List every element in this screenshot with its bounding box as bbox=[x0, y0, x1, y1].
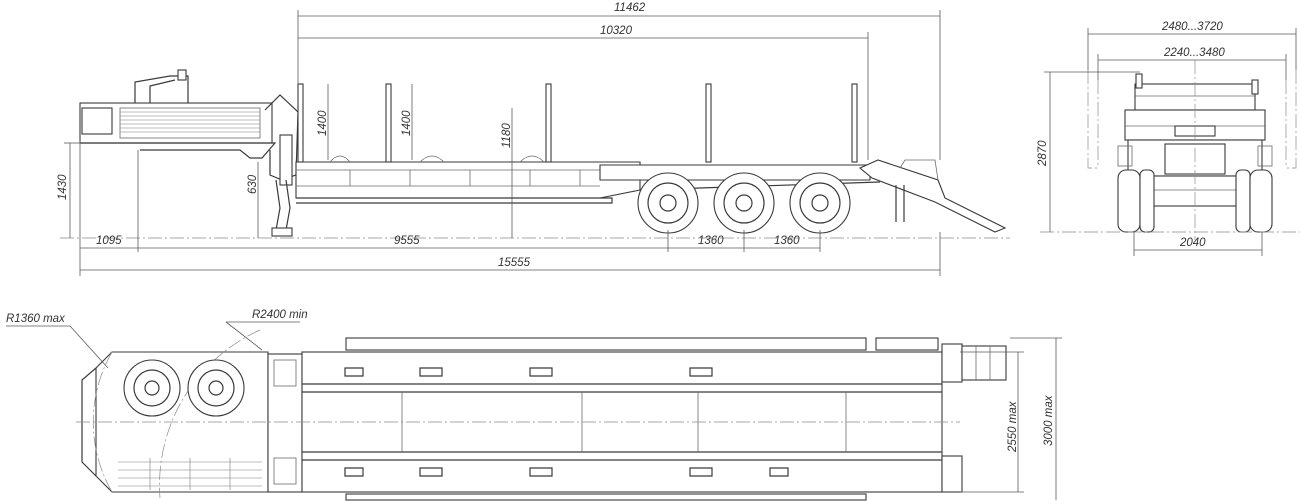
top-view bbox=[76, 329, 1007, 501]
dim-track-width: 2040 bbox=[1179, 237, 1206, 249]
dim-stake-height-second: 1400 bbox=[401, 110, 413, 136]
axle-wheels bbox=[637, 172, 851, 234]
top-dimensions: R1360 max R2400 min 2550 max 3000 max bbox=[6, 309, 1062, 500]
side-dimensions: 11462 10320 1400 1400 1180 630 1430 1095… bbox=[57, 2, 941, 276]
rear-dimensions: 2480...3720 2240...3480 2870 2040 bbox=[1037, 21, 1297, 256]
dim-overall-deck: 11462 bbox=[614, 2, 646, 14]
dim-deck-width: 2550 max bbox=[1007, 400, 1019, 453]
dim-front-radius: R1360 max bbox=[6, 313, 66, 325]
dim-extended-width: 3000 max bbox=[1043, 394, 1055, 446]
rear-ramp bbox=[858, 159, 1007, 233]
side-view bbox=[60, 69, 1010, 239]
dim-platform: 10320 bbox=[600, 25, 633, 37]
dim-axle-spacing-1: 1360 bbox=[698, 235, 724, 247]
dim-overall-length: 15555 bbox=[498, 257, 531, 269]
dim-deck-height: 1180 bbox=[501, 123, 513, 148]
dim-axle-spacing-2: 1360 bbox=[774, 235, 800, 247]
dim-wheelbase: 9555 bbox=[394, 235, 420, 247]
side-stakes bbox=[297, 83, 858, 163]
dim-kingpin-height: 1430 bbox=[57, 174, 69, 200]
dim-turning-radius: R2400 min bbox=[252, 309, 308, 321]
lower-deck bbox=[295, 161, 641, 199]
dim-step-height: 630 bbox=[247, 174, 259, 194]
dim-platform-width-range: 2240...3480 bbox=[1163, 47, 1225, 59]
rear-view bbox=[1040, 60, 1300, 240]
dim-overall-width-range: 2480...3720 bbox=[1161, 21, 1223, 33]
dim-overall-height: 2870 bbox=[1037, 140, 1049, 167]
dim-front-overhang: 1095 bbox=[96, 235, 122, 247]
dim-stake-height-front: 1400 bbox=[317, 110, 329, 136]
